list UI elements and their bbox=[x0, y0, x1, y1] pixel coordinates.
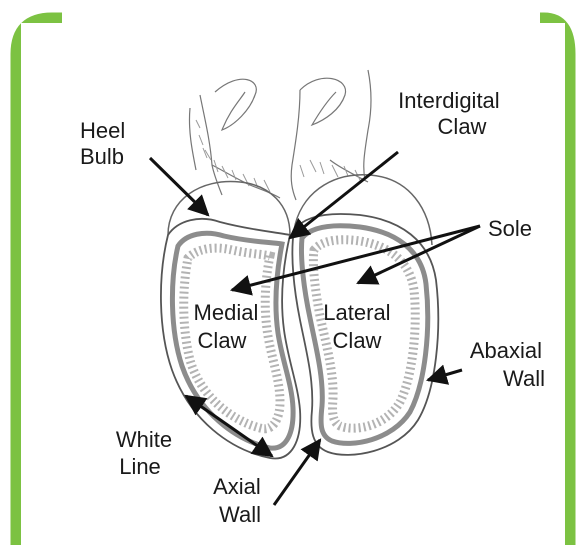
label-interdigital: Interdigital bbox=[398, 88, 500, 113]
label-lateral: Lateral bbox=[323, 300, 390, 325]
label-bulb: Bulb bbox=[80, 144, 124, 169]
label-heel-bulb: Heel Bulb bbox=[80, 118, 131, 169]
label-medial: Medial bbox=[194, 300, 259, 325]
bottom-crop bbox=[21, 526, 565, 545]
label-heel: Heel bbox=[80, 118, 125, 143]
label-medial-claw-word: Claw bbox=[198, 328, 247, 353]
label-axial-wall-word: Wall bbox=[219, 502, 261, 527]
label-lateral-claw-word: Claw bbox=[333, 328, 382, 353]
label-abaxial: Abaxial bbox=[470, 338, 542, 363]
label-abaxial-wall-word: Wall bbox=[503, 366, 545, 391]
label-interdigital-claw-word: Claw bbox=[438, 114, 487, 139]
label-line: Line bbox=[119, 454, 161, 479]
label-axial: Axial bbox=[213, 474, 261, 499]
label-sole: Sole bbox=[488, 216, 532, 241]
label-white: White bbox=[116, 427, 172, 452]
